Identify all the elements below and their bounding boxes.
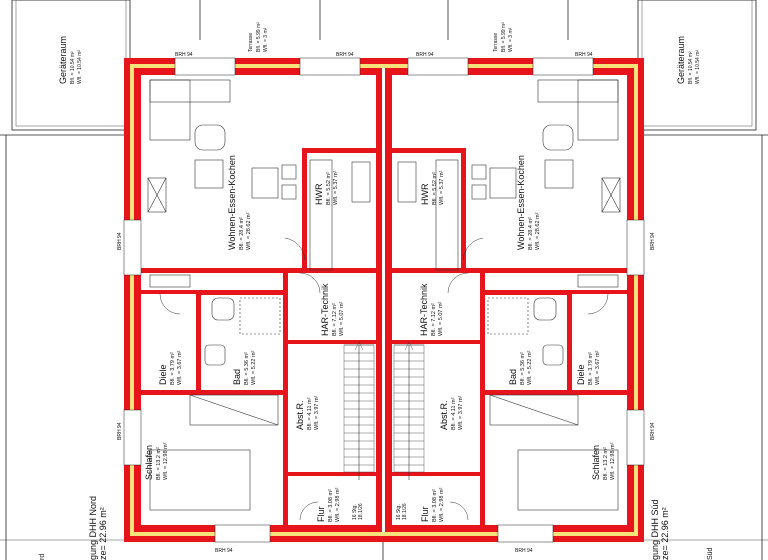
wohnen-right-bfl: Bfl. = 28.4 m²	[528, 217, 534, 250]
doors	[159, 237, 609, 521]
brh-label: BRH 94	[215, 548, 233, 554]
terrasse-left-bfl: Bfl. = 5.99 m²	[256, 22, 262, 52]
wohnen-right-name: Wohnen-Essen-Kochen	[516, 155, 526, 250]
bad-left-bfl: Bfl. = 5.36 m²	[244, 352, 250, 385]
windows	[123, 57, 645, 543]
flur-right-wfl: Wfl. = 2.98 m²	[439, 487, 445, 522]
unit-label-left: gung DHH Nord	[88, 496, 98, 560]
brh-label: BRH 94	[175, 52, 193, 58]
stair-right-dim: 18.1/26	[402, 503, 408, 520]
hwr-left-name: HWR	[314, 183, 324, 205]
diele-left-bfl: Bfl. = 3.79 m²	[170, 352, 176, 385]
party-wall	[376, 68, 392, 532]
har-left-name: HAR-Technik	[320, 283, 330, 336]
brh-label: BRH 94	[117, 422, 123, 440]
bad-left-wfl: Wfl. = 5.22 m²	[251, 350, 257, 385]
geraeteraum-right-wfl: Wfl. = 10.54 m²	[695, 50, 701, 84]
flur-left-wfl: Wfl. = 2.98 m²	[335, 487, 341, 522]
hwr-left-bfl: Bfl. = 5.52 m²	[326, 172, 332, 205]
brh-labels: BRH 94 BRH 94 BRH 94 BRH 94 BRH 94 BRH 9…	[39, 52, 714, 560]
wohnen-left-name: Wohnen-Essen-Kochen	[227, 155, 237, 250]
stair-left-steps: 16 Stg.	[352, 504, 358, 520]
schlafen-left-bfl: Bfl. = 13.2 m²	[156, 447, 162, 480]
brh-label: BRH 94	[117, 232, 123, 250]
edge-label-left: rd	[39, 554, 46, 560]
edge-label-right: Süd	[707, 547, 714, 560]
geraeteraum-left-bfl: Bfl. = 10.54 m²	[70, 51, 76, 84]
inner-walls-right	[392, 148, 627, 525]
brh-label: BRH 94	[336, 52, 354, 58]
abst-right-bfl: Bfl. = 4.11 m²	[451, 397, 457, 430]
hwr-right-wfl: Wfl. = 5.37 m²	[439, 170, 445, 205]
stairs-right	[393, 341, 425, 480]
har-right-name: HAR-Technik	[419, 283, 429, 336]
terrasse-right-wfl: Wfl. = 3 m²	[508, 27, 514, 52]
labels-right: Geräteraum Bfl. = 10.54 m² Wfl. = 10.54 …	[396, 22, 701, 560]
diele-right-wfl: Wfl. = 3.67 m²	[595, 350, 601, 385]
geraeteraum-left-wfl: Wfl. = 10.54 m²	[77, 50, 83, 84]
bad-left-name: Bad	[232, 369, 242, 385]
inner-walls-left	[141, 148, 376, 525]
furniture-right	[397, 79, 621, 511]
schlafen-left-wfl: Wfl. = 12.98 m²	[163, 442, 169, 480]
schlafen-right-name: Schlafen	[591, 445, 601, 480]
flur-left-name: Flur	[316, 506, 326, 522]
schlafen-right-bfl: Bfl. = 13.2 m²	[603, 447, 609, 480]
abst-left-name: Abst.R.	[295, 400, 305, 430]
flur-left-bfl: Bfl. = 3.08 m²	[328, 489, 334, 522]
geraeteraum-right-name: Geräteraum	[676, 36, 686, 84]
schlafen-left-name: Schlafen	[144, 445, 154, 480]
abst-right-name: Abst.R.	[439, 400, 449, 430]
stair-left-dim: 18.1/26	[358, 503, 364, 520]
unit-area-left: ze= 22.96 m²	[98, 507, 108, 560]
schlafen-right-wfl: Wfl. = 12.98 m²	[610, 442, 616, 480]
abst-left-bfl: Bfl. = 4.11 m²	[307, 397, 313, 430]
har-left-bfl: Bfl. = 7.12 m²	[332, 303, 338, 336]
geraeteraum-left-name: Geräteraum	[58, 36, 68, 84]
brh-label: BRH 94	[650, 422, 656, 440]
brh-label: BRH 94	[515, 548, 533, 554]
brh-label: BRH 94	[575, 52, 593, 58]
har-left-wfl: Wfl. = 5.07 m²	[339, 301, 345, 336]
terrasse-right-name: Terrasse	[493, 33, 499, 52]
hwr-left-wfl: Wfl. = 5.37 m²	[333, 170, 339, 205]
diele-right-bfl: Bfl. = 3.79 m²	[588, 352, 594, 385]
har-right-bfl: Bfl. = 7.12 m²	[431, 303, 437, 336]
bad-right-name: Bad	[508, 369, 518, 385]
wohnen-left-wfl: Wfl. = 28.62 m²	[246, 212, 252, 250]
flur-right-name: Flur	[420, 506, 430, 522]
wohnen-right-wfl: Wfl. = 28.62 m²	[535, 212, 541, 250]
abst-right-wfl: Wfl. = 3.97 m²	[458, 395, 464, 430]
diele-left-wfl: Wfl. = 3.67 m²	[177, 350, 183, 385]
unit-label-right: gung DHH Süd	[650, 499, 660, 560]
bad-right-bfl: Bfl. = 5.36 m²	[520, 352, 526, 385]
stair-right-steps: 16 Stg.	[396, 504, 402, 520]
terrasse-left-name: Terrasse	[248, 33, 254, 52]
hwr-right-name: HWR	[420, 183, 430, 205]
wohnen-left-bfl: Bfl. = 28.4 m²	[239, 217, 245, 250]
brh-label: BRH 94	[416, 52, 434, 58]
terrasse-left-wfl: Wfl. = 3 m²	[263, 27, 269, 52]
unit-area-right: ze= 22.96 m²	[660, 507, 670, 560]
flur-right-bfl: Bfl. = 3.08 m²	[432, 489, 438, 522]
labels-left: Geräteraum Bfl. = 10.54 m² Wfl. = 10.54 …	[58, 22, 364, 560]
har-right-wfl: Wfl. = 5.07 m²	[438, 301, 444, 336]
stairs-left	[343, 341, 375, 480]
hwr-right-bfl: Bfl. = 5.52 m²	[432, 172, 438, 205]
terrasse-right-bfl: Bfl. = 5.99 m²	[501, 22, 507, 52]
bad-right-wfl: Wfl. = 5.22 m²	[527, 350, 533, 385]
furniture-left	[147, 79, 371, 511]
abst-left-wfl: Wfl. = 3.97 m²	[314, 395, 320, 430]
geraeteraum-right-bfl: Bfl. = 10.54 m²	[688, 51, 694, 84]
diele-right-name: Diele	[576, 364, 586, 385]
diele-left-name: Diele	[158, 364, 168, 385]
brh-label: BRH 94	[650, 232, 656, 250]
